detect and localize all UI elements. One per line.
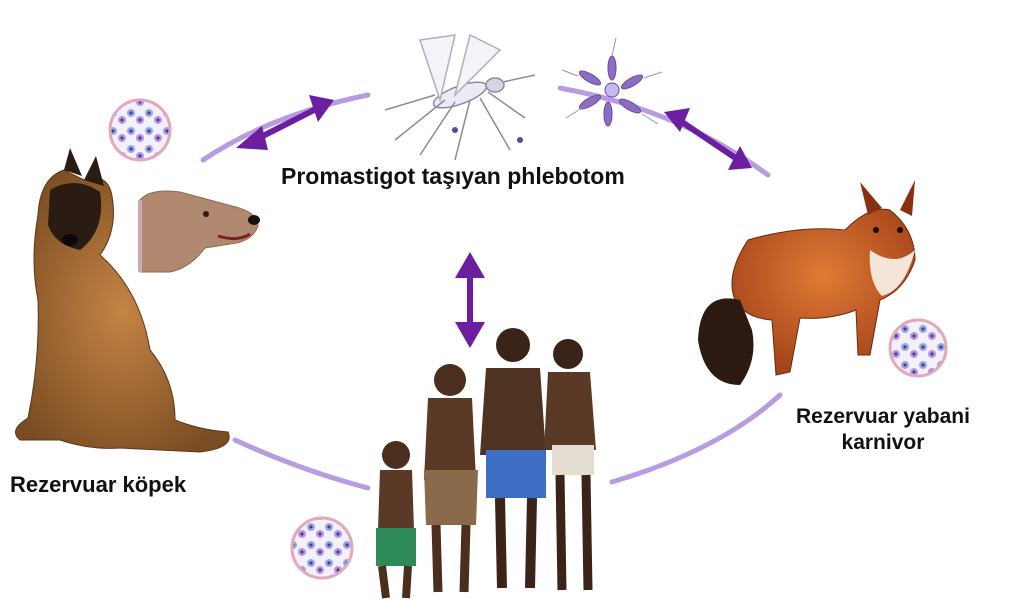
line-fox-to-children [612,395,780,482]
arrow-dog-vector [236,95,334,150]
child-1 [376,441,416,598]
child-3 [480,328,546,588]
line-dog-to-children [235,440,368,488]
fox-icon [698,180,915,385]
arrow-vector-fox [664,108,752,170]
label-reservoir-fox: Rezervuar yabani karnivor [796,404,970,456]
arrows [236,95,752,348]
dog-sitting-icon [16,148,230,452]
child-2 [424,364,478,592]
children-group-icon [376,328,596,598]
cell-near-fox [890,320,946,376]
label-reservoir-dog: Rezervuar köpek [10,472,186,498]
arrow-vector-children [455,252,485,348]
cell-near-dog [110,100,170,160]
sandfly-icon [385,35,535,160]
child-4 [544,339,596,590]
cell-near-children [292,518,352,578]
label-fox-line2: karnivor [796,430,970,456]
dog-head-icon [140,191,260,272]
label-fox-line1: Rezervuar yabani [796,404,970,430]
label-vector: Promastigot taşıyan phlebotom [281,163,625,189]
